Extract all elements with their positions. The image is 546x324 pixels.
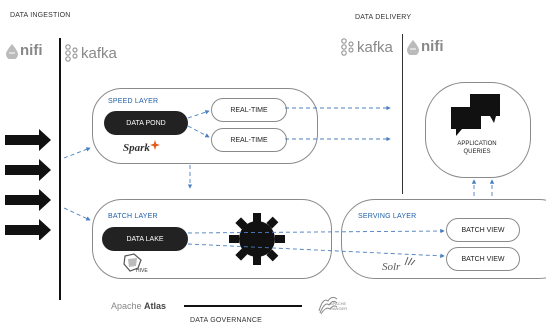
kafka-icon: [65, 44, 78, 62]
batch-view-1: BATCH VIEW: [446, 218, 520, 242]
hive-logo: HIVE: [136, 268, 148, 274]
data-ingestion-header: DATA INGESTION: [10, 12, 71, 19]
pond-to-realtime1-arrow: [187, 110, 210, 119]
kafka-icon: [341, 38, 354, 56]
data-lake-store: DATA LAKE: [102, 227, 188, 251]
ingest-to-speed-arrow: [63, 147, 91, 159]
nifi-logo-left: nifi: [4, 42, 43, 59]
real-time-view-2: REAL-TIME: [211, 128, 287, 152]
batch-layer-title: BATCH LAYER: [108, 213, 158, 220]
input-arrows: [5, 129, 51, 240]
kafka-logo-left: kafka: [64, 44, 117, 62]
solr-rays-icon: [404, 256, 416, 266]
data-governance-header: DATA GOVERNANCE: [190, 317, 262, 324]
apache-atlas-logo: Apache Atlas: [111, 301, 167, 311]
ranger-icon: [318, 296, 338, 315]
data-delivery-header: DATA DELIVERY: [355, 14, 412, 21]
solr-logo: Solr: [382, 261, 401, 273]
delivery-divider: [402, 34, 403, 194]
nifi-drop-icon: [6, 43, 18, 59]
nifi-drop-icon: [407, 39, 419, 55]
pond-to-realtime2-arrow: [187, 125, 210, 138]
serving-layer-title: SERVING LAYER: [358, 213, 417, 220]
speed-layer-title: SPEED LAYER: [108, 98, 159, 105]
spark-star-icon: [150, 140, 160, 150]
arrow-right-icon: [5, 189, 51, 211]
ingestion-divider: [59, 38, 61, 300]
arrow-right-icon: [5, 159, 51, 181]
arrow-right-icon: [5, 129, 51, 151]
ingest-to-batch-arrow: [63, 207, 91, 221]
speech-bubble-icon: [451, 94, 500, 136]
lake-to-batchview1-arrow: [187, 228, 445, 234]
nifi-logo-right: nifi: [405, 38, 444, 55]
kafka-logo-right: kafka: [340, 38, 393, 56]
data-pond-store: DATA POND: [104, 111, 188, 135]
batch-view-2: BATCH VIEW: [446, 247, 520, 271]
hive-bee-icon: [123, 253, 142, 272]
apache-ranger-logo: APACHE RANGER: [330, 301, 348, 311]
application-queries-label: APPLICATION QUERIES: [457, 141, 497, 155]
spark-logo: Spark: [123, 142, 150, 154]
arrow-right-icon: [5, 219, 51, 240]
real-time-view-1: REAL-TIME: [211, 98, 287, 122]
lake-to-batchview2-arrow: [187, 243, 445, 259]
